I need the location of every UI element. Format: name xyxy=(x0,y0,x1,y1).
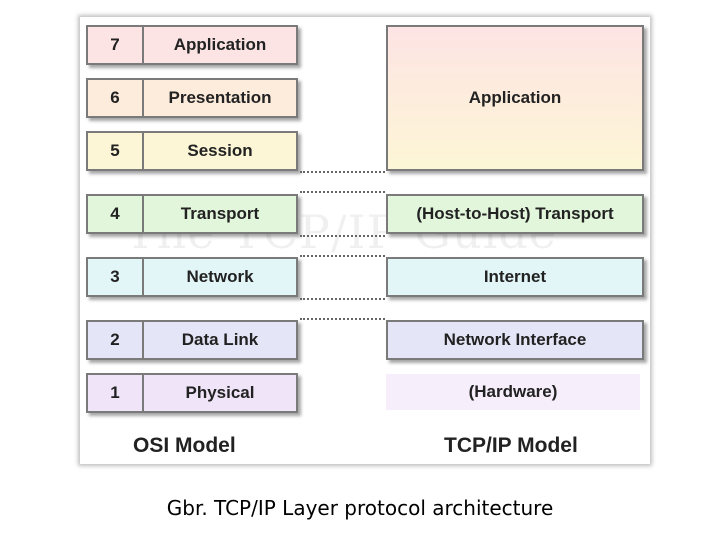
osi-layer-name: Physical xyxy=(185,383,255,402)
connector-line xyxy=(300,171,385,173)
figure-caption: Gbr. TCP/IP Layer protocol architecture xyxy=(166,496,554,520)
osi-layer-name: Network xyxy=(186,267,254,286)
osi-layer-5: 5 Session xyxy=(86,131,298,171)
connector-line xyxy=(300,255,385,257)
osi-layer-name: Session xyxy=(187,141,253,160)
tcpip-layer-internet: Internet xyxy=(386,257,644,297)
osi-layer-2: 2 Data Link xyxy=(86,320,298,360)
tcpip-layer-network-interface: Network Interface xyxy=(386,320,644,360)
osi-layer-number: 1 xyxy=(88,375,144,411)
connector-line xyxy=(300,318,385,320)
tcpip-layer-transport: (Host-to-Host) Transport xyxy=(386,194,644,234)
osi-layer-6: 6 Presentation xyxy=(86,78,298,118)
tcpip-layer-application: Application xyxy=(386,25,644,171)
osi-layer-7: 7 Application xyxy=(86,25,298,65)
osi-layer-number: 6 xyxy=(88,80,144,116)
connector-line xyxy=(300,298,385,300)
osi-model-title: OSI Model xyxy=(133,434,236,457)
connector-line xyxy=(300,235,385,237)
osi-layer-name: Transport xyxy=(180,204,260,223)
osi-layer-number: 7 xyxy=(88,27,144,63)
osi-layer-1: 1 Physical xyxy=(86,373,298,413)
osi-layer-4: 4 Transport xyxy=(86,194,298,234)
osi-layer-number: 3 xyxy=(88,259,144,295)
tcpip-layer-hardware: (Hardware) xyxy=(386,374,640,410)
connector-line xyxy=(300,191,385,193)
osi-layer-number: 5 xyxy=(88,133,144,169)
osi-layer-3: 3 Network xyxy=(86,257,298,297)
osi-layer-name: Application xyxy=(173,35,267,54)
osi-layer-name: Data Link xyxy=(181,330,259,349)
osi-layer-number: 2 xyxy=(88,322,144,358)
osi-layer-number: 4 xyxy=(88,196,144,232)
tcpip-model-title: TCP/IP Model xyxy=(444,434,578,457)
osi-layer-name: Presentation xyxy=(168,88,272,107)
